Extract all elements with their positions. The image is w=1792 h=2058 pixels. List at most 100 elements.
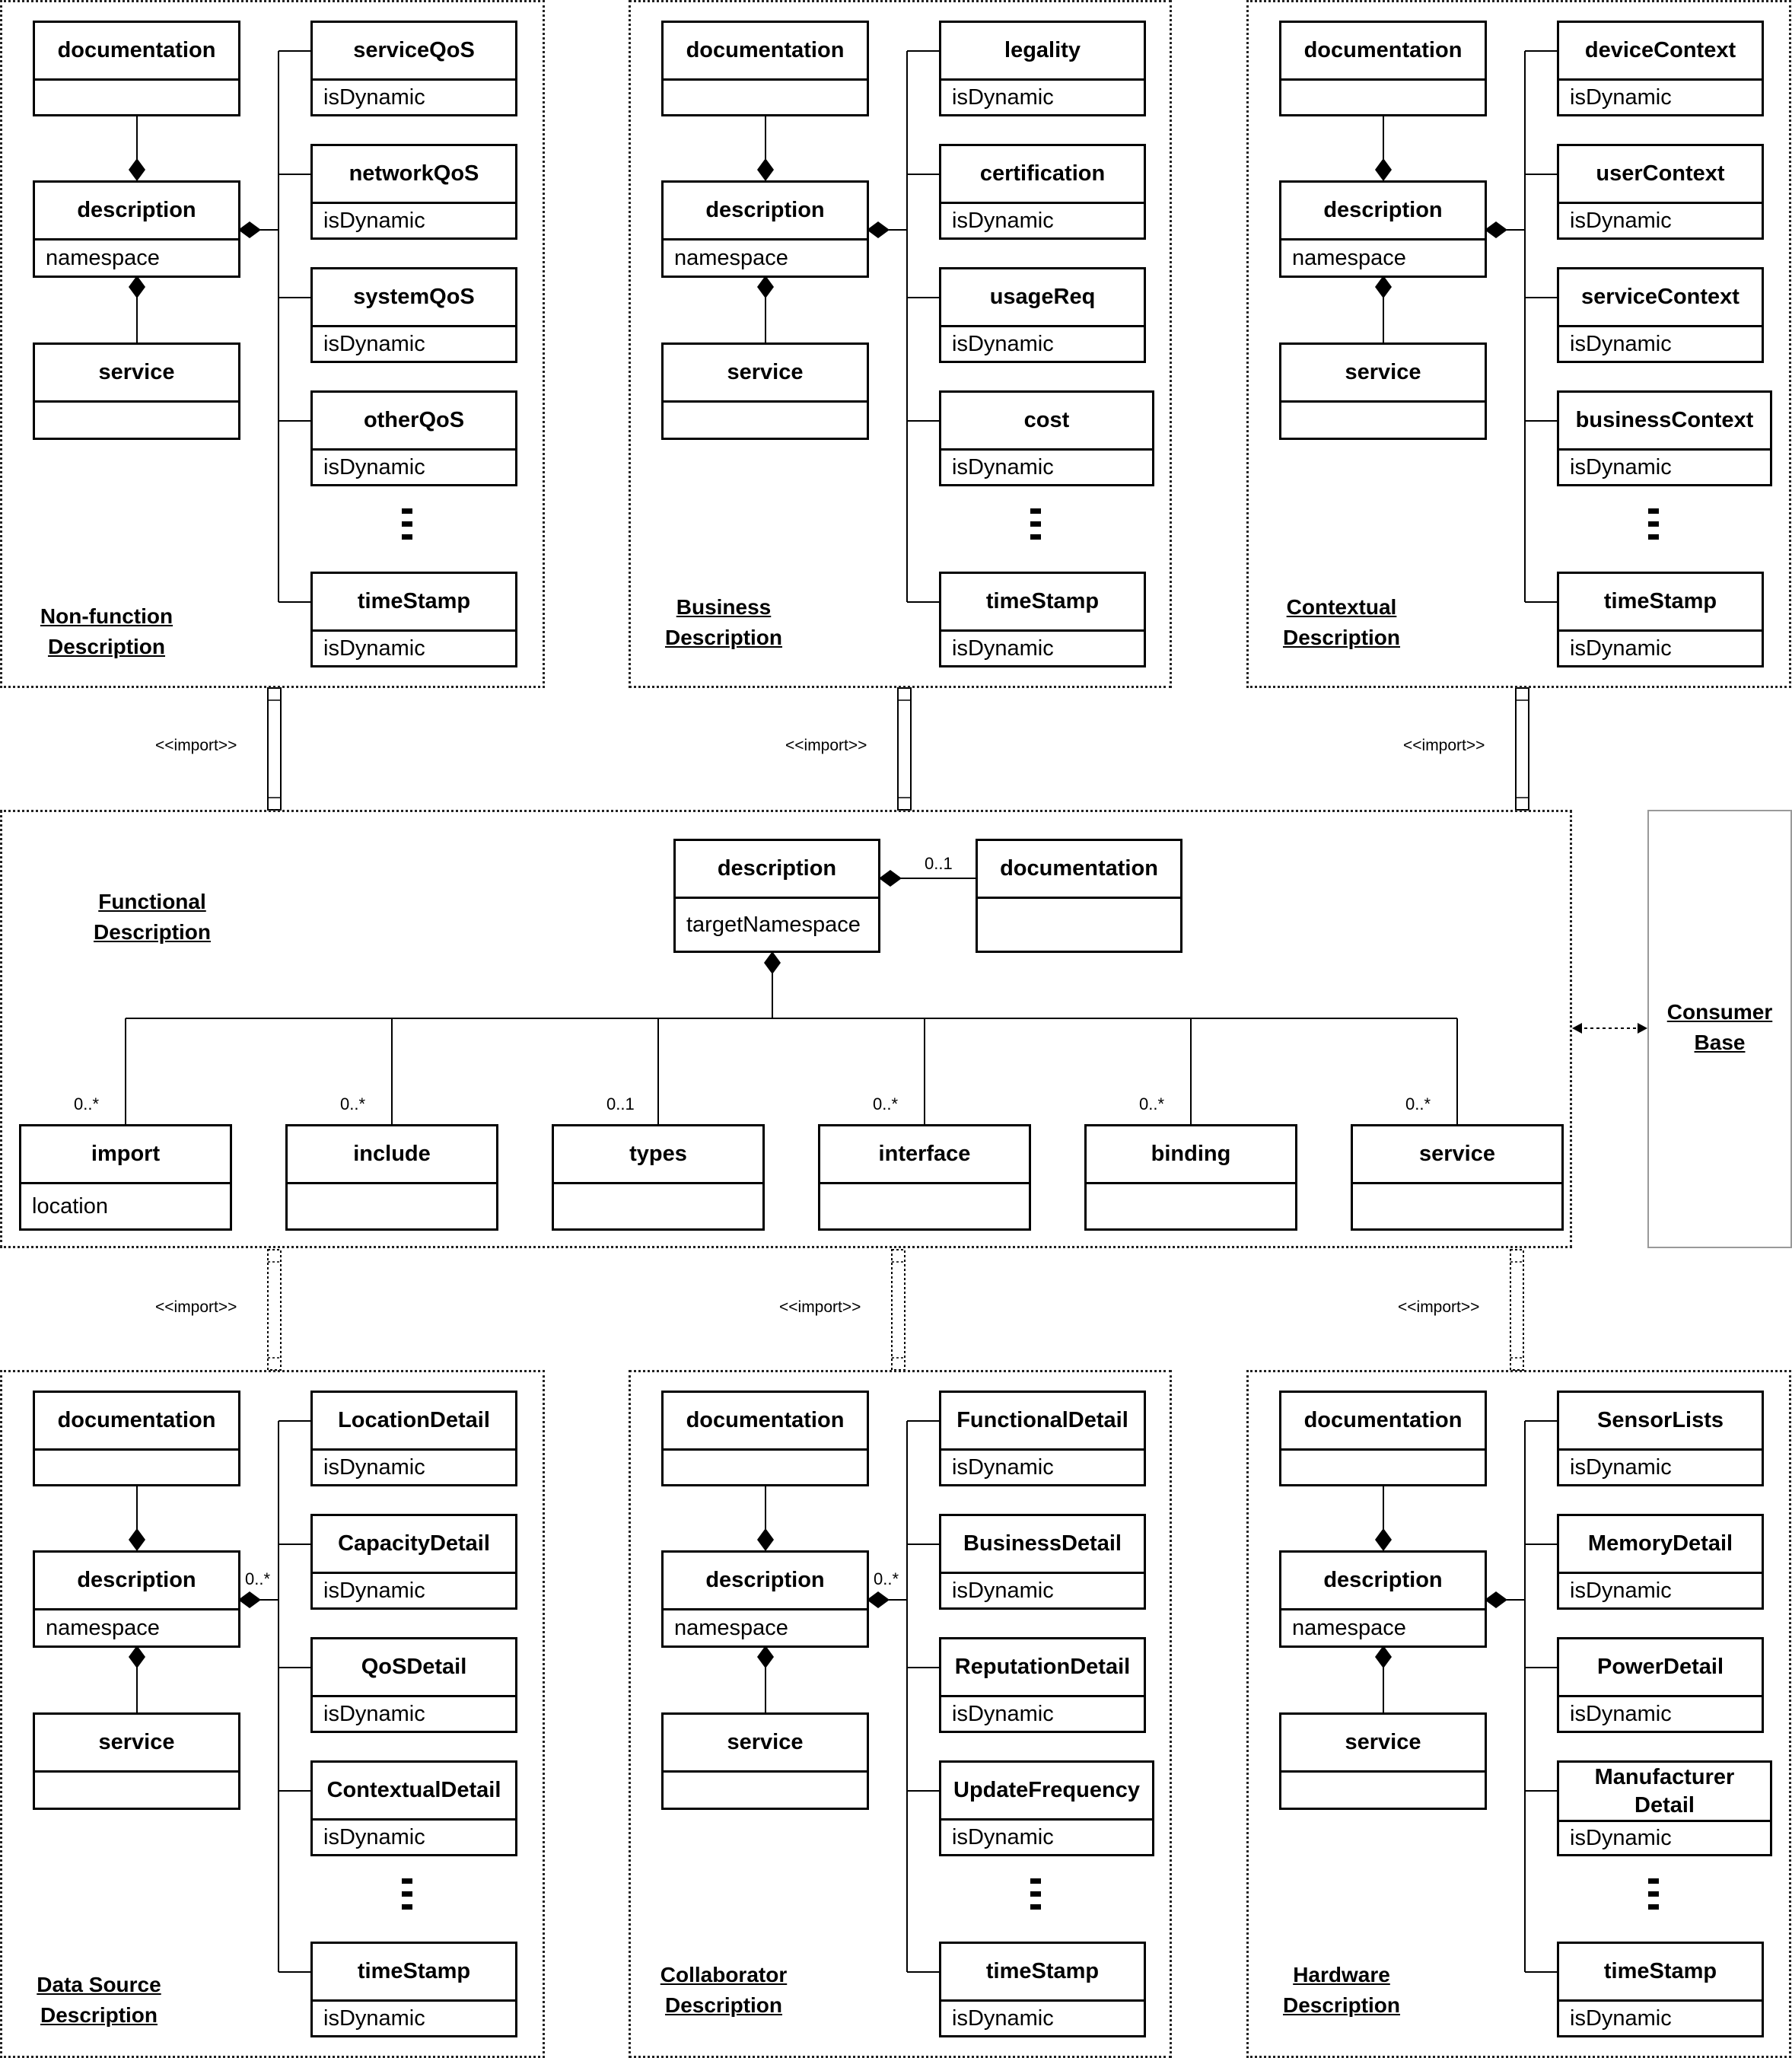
collaborator-item-2-attribute: isDynamic <box>952 1701 1054 1726</box>
collaborator-documentation-class-name: documentation <box>664 1393 867 1451</box>
hardware-package-label-line: Description <box>1282 1993 1401 2017</box>
business-package-label-line: Description <box>664 625 783 649</box>
functional-child-service-multiplicity: 0..* <box>1405 1094 1431 1113</box>
import-connector-top-0 <box>267 687 282 811</box>
contextual-package-label-line: Description <box>1282 625 1401 649</box>
nonfunction-more-items-ellipsis <box>402 508 412 540</box>
functional-child-include-name: include <box>288 1126 496 1184</box>
datasource-package-label-line: Data Source <box>37 1973 161 1996</box>
functional-child-include: include <box>285 1124 498 1231</box>
hardware-service-class-name: service <box>1281 1715 1485 1773</box>
ellipsis-dot <box>1648 508 1659 514</box>
functional-child-service-attribute <box>1353 1184 1561 1228</box>
contextual-service-class-attribute <box>1281 403 1485 438</box>
collaborator-multiplicity: 0..* <box>874 1569 899 1588</box>
ellipsis-dot <box>1648 534 1659 540</box>
business-item-2-name: usageReq <box>941 269 1144 327</box>
business-item-1-name: certification <box>941 146 1144 204</box>
contextual-item-2-attribute: isDynamic <box>1570 331 1672 356</box>
contextual-description-class-attribute: namespace <box>1292 245 1406 270</box>
nonfunction-item-3-name: otherQoS <box>313 393 515 451</box>
business-item-3-name: cost <box>941 393 1152 451</box>
contextual-item-4-name: timeStamp <box>1559 574 1762 632</box>
collaborator-documentation-class-attribute <box>664 1451 867 1484</box>
functional-child-interface: interface <box>818 1124 1031 1231</box>
composition-diamond <box>1375 158 1392 181</box>
ellipsis-dot <box>1648 1904 1659 1910</box>
contextual-item-4-attribute: isDynamic <box>1570 636 1672 661</box>
datasource-item-0-name: LocationDetail <box>313 1393 515 1451</box>
collaborator-item-0: FunctionalDetail isDynamic <box>939 1391 1146 1486</box>
ellipsis-dot <box>402 534 412 540</box>
composition-diamond <box>129 158 145 181</box>
contextual-item-3-name: businessContext <box>1559 393 1770 451</box>
business-package-label-line: Business <box>676 595 772 619</box>
composition-diamond <box>867 1591 890 1608</box>
hardware-item-4-name: timeStamp <box>1559 1944 1762 2002</box>
collaborator-documentation-class: documentation <box>661 1391 869 1486</box>
nonfunction-item-3-attribute: isDynamic <box>323 454 425 479</box>
datasource-documentation-class: documentation <box>33 1391 240 1486</box>
functional-description-class-attribute: targetNamespace <box>686 912 861 937</box>
ellipsis-dot <box>1648 1878 1659 1884</box>
business-item-0-name: legality <box>941 23 1144 81</box>
functional-child-binding-name: binding <box>1087 1126 1295 1184</box>
business-documentation-class-attribute <box>664 81 867 114</box>
import-connector-bottom-2 <box>1510 1249 1524 1371</box>
business-description-class-attribute: namespace <box>674 245 788 270</box>
contextual-item-0-attribute: isDynamic <box>1570 84 1672 110</box>
ellipsis-dot <box>1648 1891 1659 1897</box>
composition-diamond <box>1485 1591 1507 1608</box>
contextual-service-class-name: service <box>1281 345 1485 403</box>
composition-diamond <box>1375 1528 1392 1551</box>
business-item-4-attribute: isDynamic <box>952 636 1054 661</box>
datasource-item-3-attribute: isDynamic <box>323 1824 425 1849</box>
import-stereotype-bottom-0: <<import>> <box>155 1298 237 1316</box>
package-contextual <box>1246 0 1791 688</box>
contextual-item-1-name: userContext <box>1559 146 1762 204</box>
ellipsis-dot <box>402 521 412 527</box>
import-connector-top-1 <box>897 687 912 811</box>
contextual-package-label-line: Contextual <box>1286 595 1397 619</box>
contextual-item-1-attribute: isDynamic <box>1570 208 1672 233</box>
business-item-4-name: timeStamp <box>941 574 1144 632</box>
collaborator-service-class: service <box>661 1712 869 1810</box>
functional-child-include-multiplicity: 0..* <box>340 1094 366 1113</box>
composition-diamond <box>757 1528 774 1551</box>
ellipsis-dot <box>1030 521 1041 527</box>
functional-documentation-class-name: documentation <box>978 841 1180 899</box>
nonfunction-item-3: otherQoS isDynamic <box>310 390 517 486</box>
hardware-item-1-attribute: isDynamic <box>1570 1578 1672 1603</box>
composition-diamond <box>1375 276 1392 298</box>
package-collaborator <box>629 1370 1172 2058</box>
ellipsis-dot <box>402 1891 412 1897</box>
ellipsis-dot <box>1030 508 1041 514</box>
hardware-item-4-attribute: isDynamic <box>1570 2005 1672 2031</box>
datasource-multiplicity: 0..* <box>245 1569 271 1588</box>
composition-diamond <box>129 1645 145 1668</box>
arrow-head-icon <box>1572 1023 1582 1034</box>
functional-child-binding-attribute <box>1087 1184 1295 1228</box>
functional-child-import-multiplicity: 0..* <box>74 1094 100 1113</box>
collaborator-item-0-attribute: isDynamic <box>952 1454 1054 1480</box>
composition-diamond <box>879 870 902 887</box>
functional-documentation-class: documentation <box>976 839 1182 953</box>
hardware-more-items-ellipsis <box>1648 1878 1659 1910</box>
collaborator-item-0-name: FunctionalDetail <box>941 1393 1144 1451</box>
contextual-item-2-name: serviceContext <box>1559 269 1762 327</box>
collaborator-more-items-ellipsis <box>1030 1878 1041 1910</box>
business-service-class-attribute <box>664 403 867 438</box>
